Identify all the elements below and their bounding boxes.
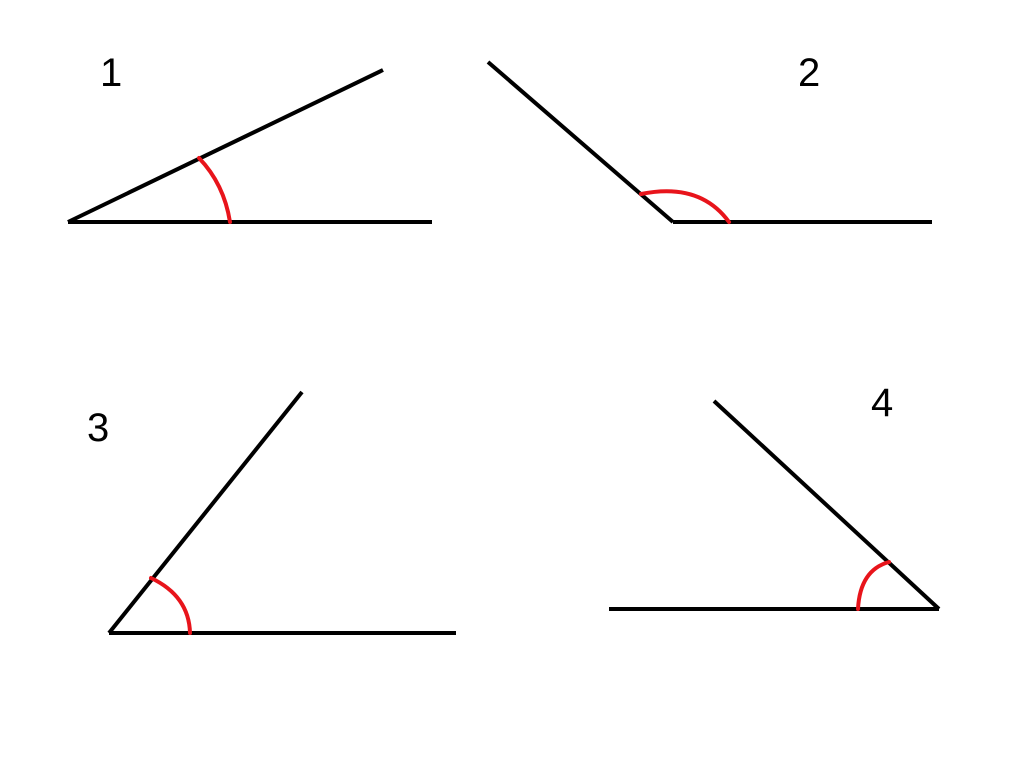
- angle-2-upper-ray: [486, 60, 675, 224]
- angle-1: 1: [67, 51, 432, 224]
- angle-4-arc: [856, 560, 891, 611]
- angle-3-label: 3: [87, 406, 109, 450]
- angle-3-arc: [149, 576, 192, 635]
- angle-2-label: 2: [798, 51, 820, 95]
- angle-4-upper-ray: [712, 399, 941, 611]
- angle-1-upper-ray: [67, 68, 384, 224]
- angle-2: 2: [486, 51, 932, 224]
- angle-3: 3: [87, 390, 456, 635]
- angle-1-arc: [197, 156, 232, 224]
- angle-4-label: 4: [871, 381, 893, 425]
- angle-2-arc: [639, 189, 731, 224]
- angle-3-upper-ray: [107, 390, 304, 635]
- angle-1-label: 1: [100, 51, 122, 95]
- angle-4: 4: [609, 381, 941, 611]
